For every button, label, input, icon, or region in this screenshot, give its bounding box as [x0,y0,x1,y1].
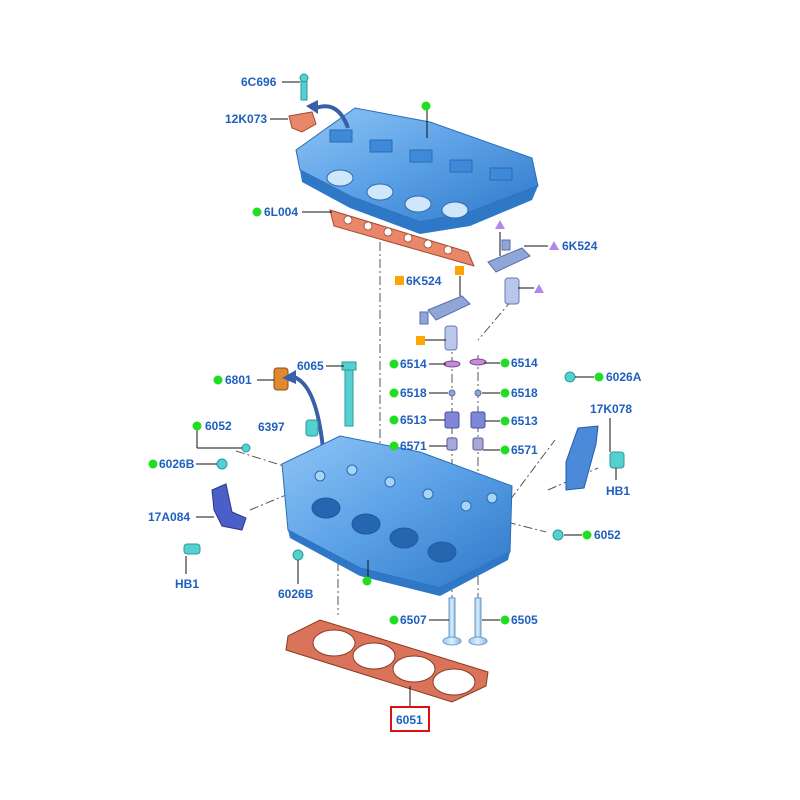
marker-green [582,530,592,540]
install-arrow-top-head [306,100,318,114]
label-6052-right: 6052 [594,528,621,542]
label-6l004: 6L004 [264,205,298,219]
label-12k073: 12K073 [225,112,267,126]
sensor-12k073-shape [288,111,317,133]
marker-green [389,441,399,451]
part-6397-shape [305,419,319,437]
install-arrow-top [315,104,350,129]
marker-green [500,445,510,455]
label-6026a: 6026A [606,370,642,384]
marker-green [362,576,372,586]
valves [442,597,488,646]
label-6c696: 6C696 [241,75,277,89]
bracket-17a084-shape [211,483,247,531]
camshaft-carrier [295,107,539,234]
label-17a084: 17A084 [148,510,190,524]
bracket-17k078-shape [565,425,599,491]
plugs [216,371,576,561]
marker-green [389,359,399,369]
valve-train-stack [443,358,487,451]
rocker-arm-left [419,295,471,325]
label-6514-right: 6514 [511,356,538,370]
bolt-hb1-left-shape [183,543,201,555]
label-6513-left: 6513 [400,413,427,427]
marker-green [213,375,223,385]
marker-purple [495,220,505,229]
marker-green [192,421,202,431]
marker-orange [395,276,404,285]
legend-markers [148,101,604,625]
marker-green [252,207,262,217]
marker-green [500,358,510,368]
marker-green [148,459,158,469]
marker-green [389,615,399,625]
label-6518-left: 6518 [400,386,427,400]
label-6052-left: 6052 [205,419,232,433]
cam-carrier-gasket [329,209,475,267]
label-6518-right: 6518 [511,386,538,400]
marker-green [389,388,399,398]
label-6026b-left: 6026B [159,457,195,471]
marker-orange [455,266,464,275]
label-6397: 6397 [258,420,285,434]
marker-green [421,101,431,111]
label-6571-left: 6571 [400,439,427,453]
head-gasket [285,619,489,703]
label-6051: 6051 [396,713,423,727]
label-6801: 6801 [225,373,252,387]
marker-green [500,388,510,398]
label-6065: 6065 [297,359,324,373]
marker-purple [549,241,559,250]
marker-green [500,615,510,625]
label-17k078: 17K078 [590,402,632,416]
label-6507: 6507 [400,613,427,627]
marker-green [500,416,510,426]
label-6514-left: 6514 [400,357,427,371]
label-6k524-right: 6K524 [562,239,598,253]
marker-green [594,372,604,382]
label-hb1-right: HB1 [606,484,630,498]
bolt-6c696-shape [299,73,309,101]
cylinder-head [281,435,513,596]
label-6571-right: 6571 [511,443,538,457]
label-hb1-left: HB1 [175,577,199,591]
lash-adjuster-left [444,325,458,351]
highlighted-part-6051[interactable]: 6051 [390,706,430,732]
label-6k524-left: 6K524 [406,274,442,288]
part-labels: 6C696 12K073 6L004 6K524 6K524 6514 6514… [148,75,642,627]
leader-lines [185,81,617,708]
label-6026b-bottom: 6026B [278,587,314,601]
install-arrow-middle-head [282,370,296,384]
highlight-box [390,706,430,732]
marker-orange [416,336,425,345]
bolt-6065-shape [341,361,357,427]
lash-adjuster-right [504,277,520,305]
bolt-hb1-right-shape [609,451,625,469]
label-6513-right: 6513 [511,414,538,428]
rocker-arm-right [487,239,531,273]
marker-purple [534,284,544,293]
label-6505: 6505 [511,613,538,627]
marker-green [389,415,399,425]
